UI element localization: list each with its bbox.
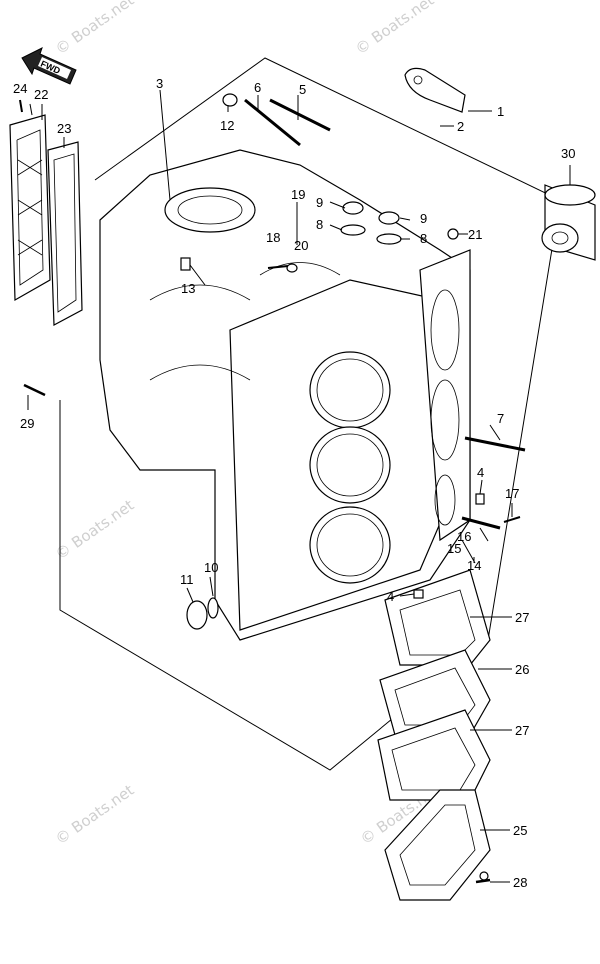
callout-24: 24 — [13, 81, 27, 96]
callout-5: 5 — [299, 82, 306, 97]
callout-18: 18 — [266, 230, 280, 245]
watermark-top-right: © Boats.net — [352, 0, 437, 58]
callout-3: 3 — [156, 76, 163, 91]
callout-28: 28 — [513, 875, 527, 890]
callout-22: 22 — [34, 87, 48, 102]
callout-4a: 4 — [477, 465, 484, 480]
watermark-mid-left: © Boats.net — [52, 496, 137, 563]
cylinder-block — [99, 149, 471, 641]
callout-25: 25 — [513, 823, 527, 838]
leader-lines — [27, 89, 571, 883]
callout-9a: 9 — [316, 195, 323, 210]
callout-14: 14 — [467, 558, 481, 573]
fwd-arrow-icon: FWD — [21, 47, 77, 85]
callout-16: 16 — [457, 529, 471, 544]
callout-20: 20 — [294, 238, 308, 253]
callout-12: 12 — [220, 118, 234, 133]
callout-2: 2 — [457, 119, 464, 134]
callout-7: 7 — [497, 411, 504, 426]
watermark-top-left: © Boats.net — [52, 0, 137, 58]
callout-15: 15 — [447, 541, 461, 556]
cylinder-bore-1 — [309, 351, 391, 429]
exhaust-plate-25 — [384, 789, 491, 901]
callout-27a: 27 — [515, 610, 529, 625]
cylinder-bore-3 — [309, 506, 391, 584]
callout-labels: 1 2 3 4 4 5 6 7 8 8 9 9 10 11 12 13 14 1… — [13, 76, 575, 890]
callout-17: 17 — [505, 486, 519, 501]
small-parts — [19, 93, 526, 884]
callout-11: 11 — [180, 572, 194, 587]
callout-8a: 8 — [316, 217, 323, 232]
gasket-27-upper — [384, 569, 491, 666]
callout-9b: 9 — [420, 211, 427, 226]
watermark-bottom-left: © Boats.net — [52, 781, 137, 848]
exhaust-cover-plate — [9, 114, 51, 302]
callout-26: 26 — [515, 662, 529, 677]
oil-filter — [541, 184, 596, 261]
callout-13: 13 — [181, 281, 195, 296]
callout-27b: 27 — [515, 723, 529, 738]
callout-30: 30 — [561, 146, 575, 161]
callout-6: 6 — [254, 80, 261, 95]
bracket — [404, 67, 466, 113]
callout-8b: 8 — [420, 231, 427, 246]
cylinder-bore-2 — [309, 426, 391, 504]
gasket-27-lower — [377, 709, 491, 801]
callout-10: 10 — [204, 560, 218, 575]
callout-4b: 4 — [387, 589, 394, 604]
callout-23: 23 — [57, 121, 71, 136]
callout-1: 1 — [497, 104, 504, 119]
callout-29: 29 — [20, 416, 34, 431]
exhaust-cover-gasket — [47, 141, 83, 326]
callout-19: 19 — [291, 187, 305, 202]
callout-21: 21 — [468, 227, 482, 242]
